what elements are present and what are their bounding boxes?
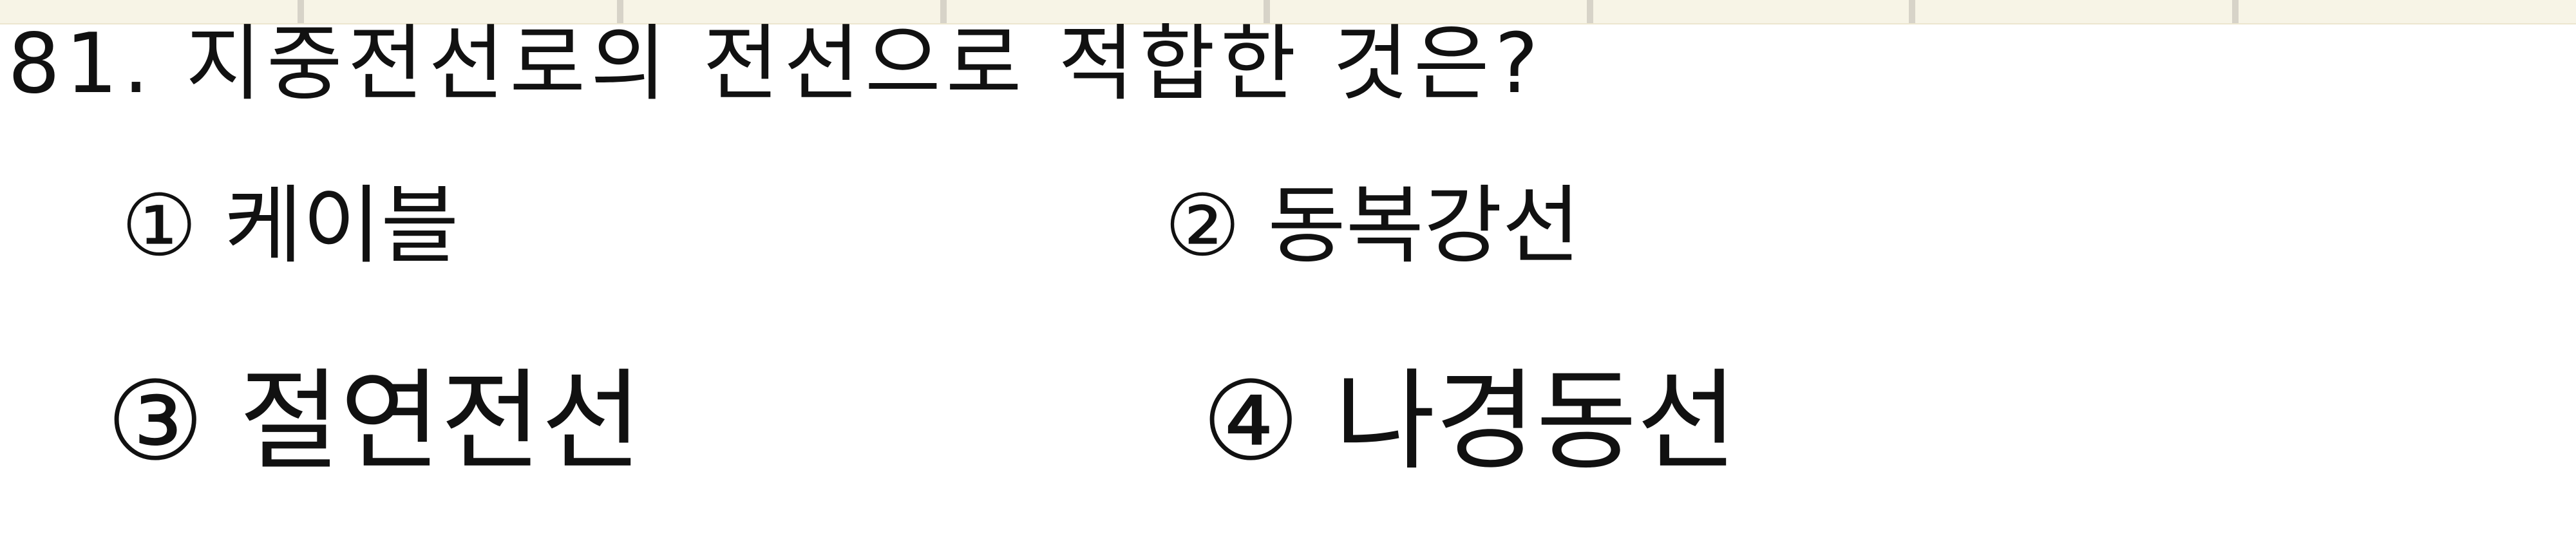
divider-mark (1264, 0, 1270, 23)
divider-mark (940, 0, 947, 23)
answer-option-1: ① 케이블 (121, 176, 459, 276)
answer-option-2: ② 동복강선 (1164, 176, 1581, 276)
divider-mark (2232, 0, 2239, 23)
answer-option-3: ③ 절연전선 (106, 358, 643, 485)
divider-mark (298, 0, 304, 23)
top-strip (0, 0, 2576, 24)
divider-mark (617, 0, 623, 23)
answer-option-4: ④ 나경동선 (1202, 358, 1738, 485)
divider-mark (1587, 0, 1593, 23)
question-text: 81. 지중전선로의 전선으로 적합한 것은? (8, 16, 1544, 112)
divider-mark (1909, 0, 1915, 23)
